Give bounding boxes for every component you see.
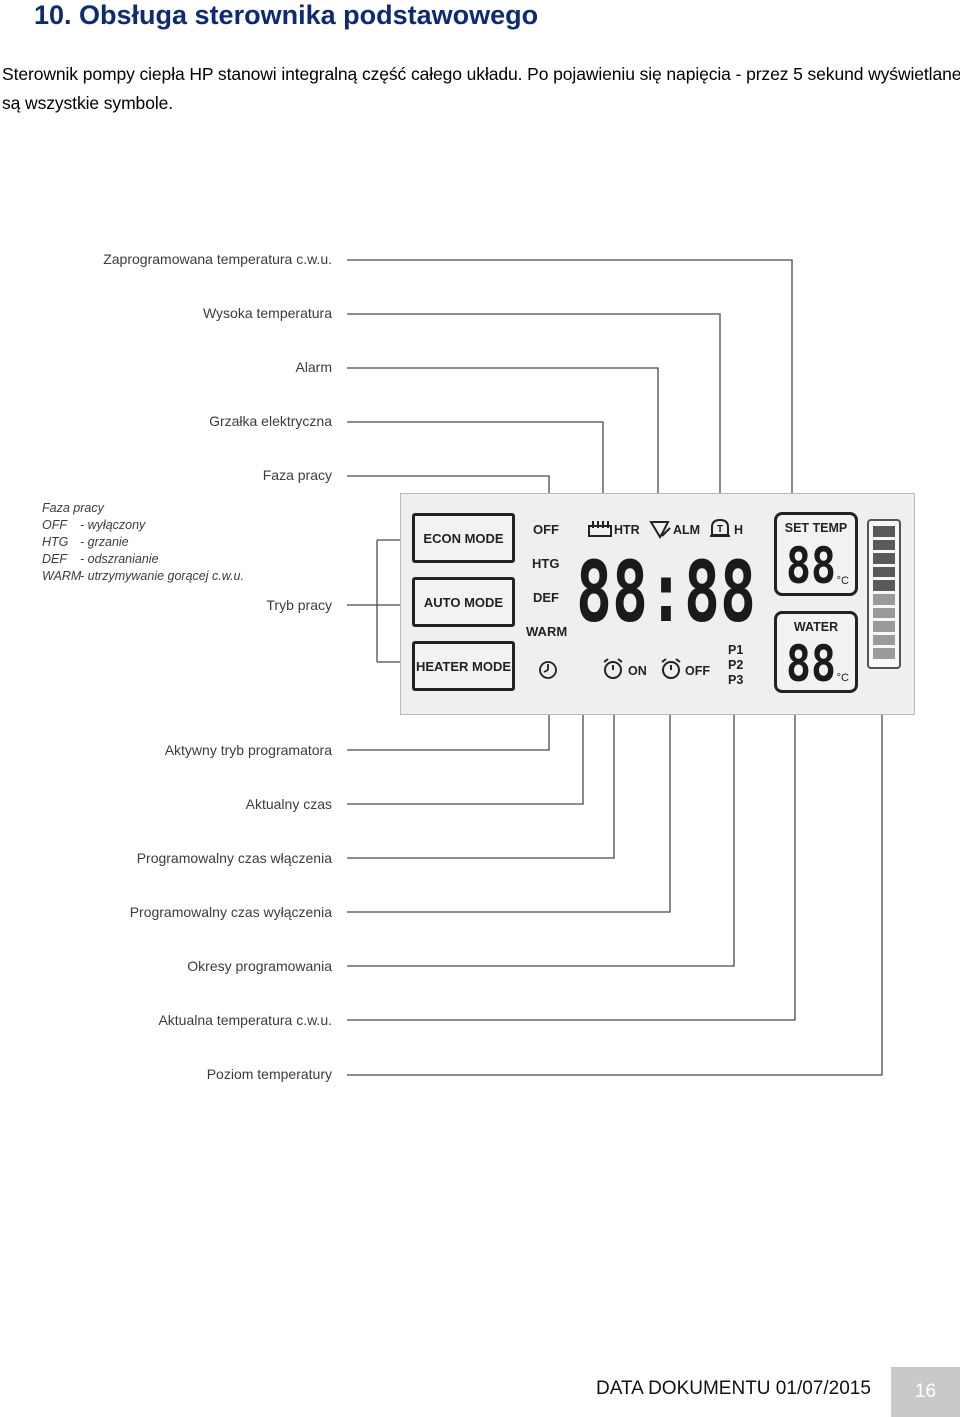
level-segment xyxy=(873,539,895,551)
svg-text:88: 88 xyxy=(786,639,836,685)
phase-htg: HTG xyxy=(532,556,560,571)
alm-label: ALM xyxy=(673,523,701,537)
legend-row: OFF- wyłączony xyxy=(42,518,146,532)
set-temp-caption: SET TEMP xyxy=(784,521,848,535)
level-segment xyxy=(873,526,895,537)
label-alarm: Alarm xyxy=(295,359,332,375)
label-phase: Faza pracy xyxy=(262,467,332,483)
legend-title: Faza pracy xyxy=(42,501,104,515)
alarm-clock-off-icon xyxy=(661,658,681,679)
label-heater: Grzałka elektryczna xyxy=(209,413,332,429)
heater-icon xyxy=(588,521,612,537)
svg-text:88: 88 xyxy=(786,541,836,587)
temperature-level-bar xyxy=(867,519,901,669)
alarm-bell-icon xyxy=(649,521,671,539)
label-set-temp-dhw: Zaprogramowana temperatura c.w.u. xyxy=(103,251,332,267)
auto-mode-indicator: AUTO MODE xyxy=(412,577,515,627)
label-mode: Tryb pracy xyxy=(266,597,332,613)
level-segment xyxy=(873,607,895,619)
set-temp-box: SET TEMP 88 °C xyxy=(774,512,858,596)
high-temp-bell-icon: T xyxy=(710,518,730,537)
water-temp-unit: °C xyxy=(836,672,849,684)
section-title: 10. Obsługa sterownika podstawowego xyxy=(34,0,539,30)
legend-row: DEF- odszranianie xyxy=(42,552,159,566)
legend-row: WARM- utrzymywanie gorącej c.w.u. xyxy=(42,569,244,583)
level-segment xyxy=(873,648,895,659)
phase-warm: WARM xyxy=(526,624,568,639)
level-segment xyxy=(873,621,895,632)
h-label: H xyxy=(734,523,744,537)
level-segment xyxy=(873,594,895,605)
water-temp-digits: 88 xyxy=(786,639,836,685)
program-clock-icon xyxy=(539,661,557,679)
label-temp-level: Poziom temperatury xyxy=(206,1066,332,1082)
alarm-clock-on-icon xyxy=(603,658,623,679)
set-temp-unit: °C xyxy=(836,575,849,587)
heater-mode-indicator: HEATER MODE xyxy=(412,641,515,691)
label-current-time: Aktualny czas xyxy=(245,796,332,812)
label-current-temp-dhw: Aktualna temperatura c.w.u. xyxy=(158,1012,332,1028)
svg-text:T: T xyxy=(717,524,723,535)
clock-display: 88:88 xyxy=(576,555,756,627)
on-label: ON xyxy=(628,664,647,678)
htr-label: HTR xyxy=(614,523,640,537)
period-p2: P2 xyxy=(728,658,744,672)
phase-def: DEF xyxy=(533,590,559,605)
page-number: 16 xyxy=(891,1367,960,1417)
label-active-program: Aktywny tryb programatora xyxy=(164,742,332,758)
label-high-temp: Wysoka temperatura xyxy=(202,305,332,321)
econ-mode-indicator: ECON MODE xyxy=(412,513,515,563)
phase-legend: Faza pracy OFF- wyłączony HTG- grzanie D… xyxy=(42,500,244,585)
label-periods: Okresy programowania xyxy=(187,958,332,974)
label-off-time: Programowalny czas wyłączenia xyxy=(129,904,332,920)
intro-paragraph: Sterownik pompy ciepła HP stanowi integr… xyxy=(2,64,960,113)
svg-text:88:88: 88:88 xyxy=(576,555,756,627)
phase-off: OFF xyxy=(533,522,559,537)
water-caption: WATER xyxy=(793,620,839,634)
off-label: OFF xyxy=(685,664,710,678)
set-temp-digits: 88 xyxy=(786,541,836,587)
legend-row: HTG- grzanie xyxy=(42,535,129,549)
level-segment xyxy=(873,580,895,591)
document-date: DATA DOKUMENTU 01/07/2015 xyxy=(596,1378,871,1399)
level-segment xyxy=(873,634,895,646)
level-segment xyxy=(873,553,895,564)
label-on-time: Programowalny czas włączenia xyxy=(136,850,332,866)
level-segment xyxy=(873,566,895,578)
period-p3: P3 xyxy=(728,673,744,687)
period-p1: P1 xyxy=(728,643,744,657)
water-temp-box: WATER 88 °C xyxy=(774,611,858,693)
